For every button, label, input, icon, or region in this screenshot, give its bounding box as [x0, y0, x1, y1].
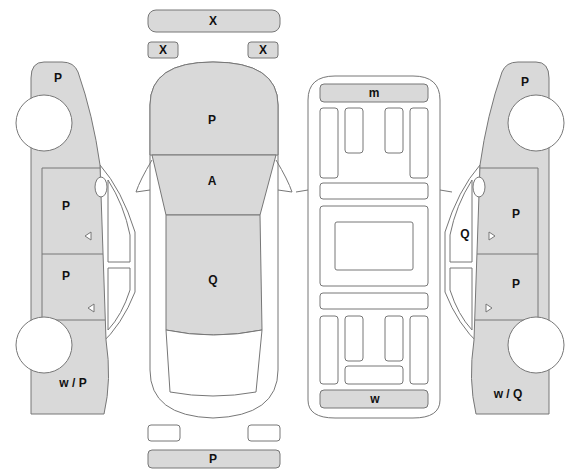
damage-code: P: [512, 208, 520, 220]
damage-code: P: [521, 76, 529, 88]
damage-code: w: [370, 393, 379, 405]
damage-code: P: [209, 453, 217, 465]
damage-code: P: [62, 200, 70, 212]
damage-code: P: [62, 270, 70, 282]
damage-code: P: [208, 114, 216, 126]
damage-code: X: [259, 44, 267, 56]
damage-code: A: [208, 175, 217, 187]
damage-code: w / Q: [494, 388, 523, 400]
damage-code: Q: [460, 228, 469, 240]
damage-code: Q: [208, 274, 217, 286]
damage-code: P: [54, 72, 62, 84]
damage-code: X: [159, 44, 167, 56]
damage-code: w / P: [59, 377, 86, 389]
side-view: [16, 62, 135, 414]
damage-code: X: [209, 15, 217, 27]
damage-code: m: [369, 87, 380, 99]
damage-code: P: [512, 278, 520, 290]
